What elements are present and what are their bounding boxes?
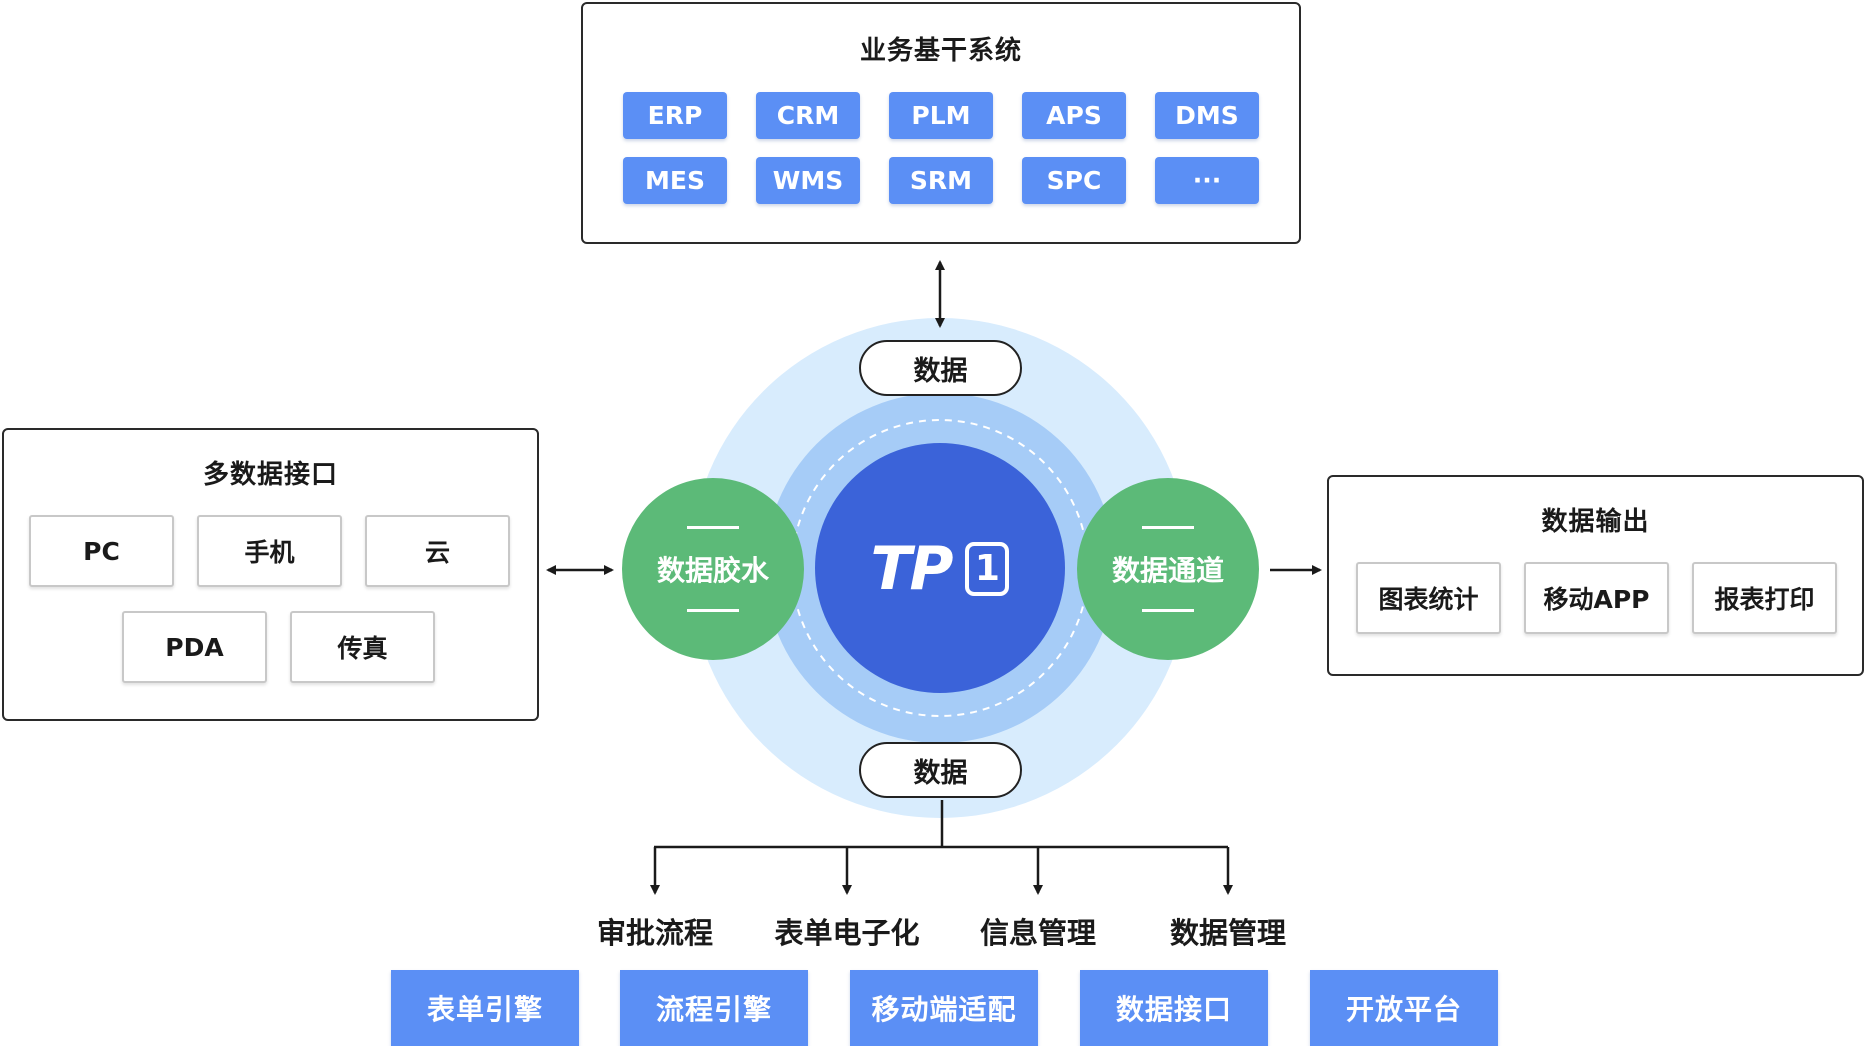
business-systems-title: 业务基干系统: [859, 36, 1022, 66]
label-form-digitization: 表单电子化: [774, 916, 920, 950]
data-channel-label: 数据通道: [1111, 554, 1224, 587]
chip-aps: APS: [1022, 92, 1126, 139]
chip-crm: CRM: [756, 92, 860, 139]
data-pill-bottom: 数据: [859, 742, 1022, 798]
data-glue-bar-top: [687, 526, 739, 529]
core-circle: [815, 443, 1065, 693]
chip-form-engine: 表单引擎: [391, 970, 579, 1046]
chip-open-platform: 开放平台: [1310, 970, 1498, 1046]
tile-cloud: 云: [365, 515, 510, 587]
tile-mobile-app: 移动APP: [1524, 562, 1669, 634]
chip-data-interface: 数据接口: [1080, 970, 1268, 1046]
tile-report-print: 报表打印: [1692, 562, 1837, 634]
chip-srm: SRM: [889, 157, 993, 204]
chip-plm: PLM: [889, 92, 993, 139]
tile-fax: 传真: [290, 611, 435, 683]
chip-dms: DMS: [1155, 92, 1259, 139]
data-glue-bar-bottom: [687, 609, 739, 612]
tp1-logo: TP 1: [850, 538, 1030, 600]
chip-mobile-adapt: 移动端适配: [850, 970, 1038, 1046]
chip-more: ···: [1155, 157, 1259, 204]
data-glue-label: 数据胶水: [656, 554, 769, 587]
data-channel-node: 数据通道: [1077, 478, 1259, 660]
tile-mobile: 手机: [197, 515, 342, 587]
logo-text: TP: [870, 534, 954, 604]
data-interfaces-title: 多数据接口: [202, 460, 338, 490]
chip-erp: ERP: [623, 92, 727, 139]
chip-mes: MES: [623, 157, 727, 204]
tile-pda: PDA: [122, 611, 267, 683]
data-output-title: 数据输出: [1541, 507, 1650, 537]
label-approval-flow: 审批流程: [596, 916, 713, 950]
data-glue-node: 数据胶水: [622, 478, 804, 660]
chip-process-engine: 流程引擎: [620, 970, 808, 1046]
chip-wms: WMS: [756, 157, 860, 204]
chip-spc: SPC: [1022, 157, 1126, 204]
label-data-management: 数据管理: [1169, 916, 1286, 950]
data-channel-bar-top: [1142, 526, 1194, 529]
data-pill-top: 数据: [859, 340, 1022, 396]
data-channel-bar-bottom: [1142, 609, 1194, 612]
tile-pc: PC: [29, 515, 174, 587]
tile-chart-stats: 图表统计: [1356, 562, 1501, 634]
label-info-management: 信息管理: [979, 916, 1096, 950]
logo-badge: 1: [965, 542, 1010, 596]
